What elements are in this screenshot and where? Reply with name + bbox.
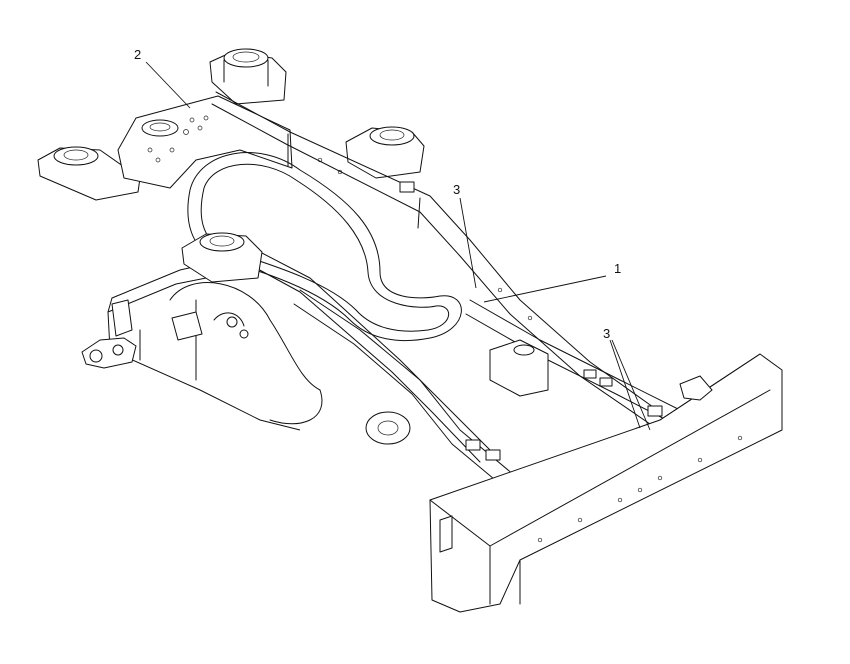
mount-pad-center bbox=[181, 232, 263, 283]
callout-3-upper: 3 bbox=[453, 182, 460, 197]
leader-lines bbox=[145, 61, 651, 431]
mount-pad-left bbox=[37, 146, 141, 201]
callout-1: 1 bbox=[614, 261, 621, 276]
left-bracket bbox=[81, 299, 203, 369]
mount-pad-rear-top bbox=[209, 48, 287, 105]
callout-2: 2 bbox=[134, 47, 141, 62]
mount-pad-right-rear bbox=[345, 126, 425, 179]
leader-3b bbox=[609, 339, 641, 429]
center-wheel-well bbox=[169, 282, 323, 425]
upper-side-rail bbox=[211, 91, 661, 425]
leader-1 bbox=[483, 275, 607, 303]
lower-side-rail bbox=[107, 251, 491, 463]
leader-3a bbox=[459, 197, 477, 289]
callout-3-lower: 3 bbox=[603, 326, 610, 341]
leader-2 bbox=[145, 61, 191, 109]
front-bumper-block bbox=[429, 353, 783, 613]
rear-cross-member bbox=[117, 95, 293, 189]
right-rail bbox=[465, 299, 701, 433]
pivot-boss bbox=[365, 411, 411, 445]
